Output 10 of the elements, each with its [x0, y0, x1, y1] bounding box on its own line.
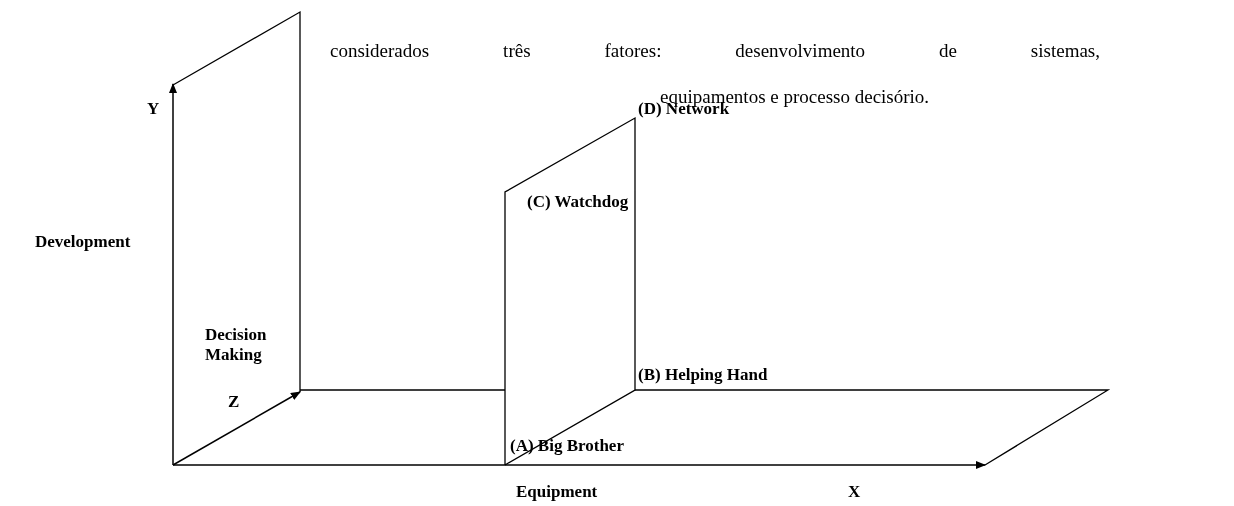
axis-label: Decision Making — [205, 325, 268, 365]
axis-label: Z — [228, 392, 240, 412]
point-label: (B) Helping Hand — [638, 365, 768, 385]
body-text: considerados três fatores: desenvolvimento de sistemas, — [330, 40, 1100, 62]
axis-label: Equipment — [516, 482, 598, 502]
point-label: (A) Big Brother — [510, 436, 624, 456]
axis-label: Y — [147, 99, 160, 119]
axis-label: Development — [35, 232, 131, 252]
point-label: (C) Watchdog — [527, 192, 629, 212]
axis-label: X — [848, 482, 861, 502]
